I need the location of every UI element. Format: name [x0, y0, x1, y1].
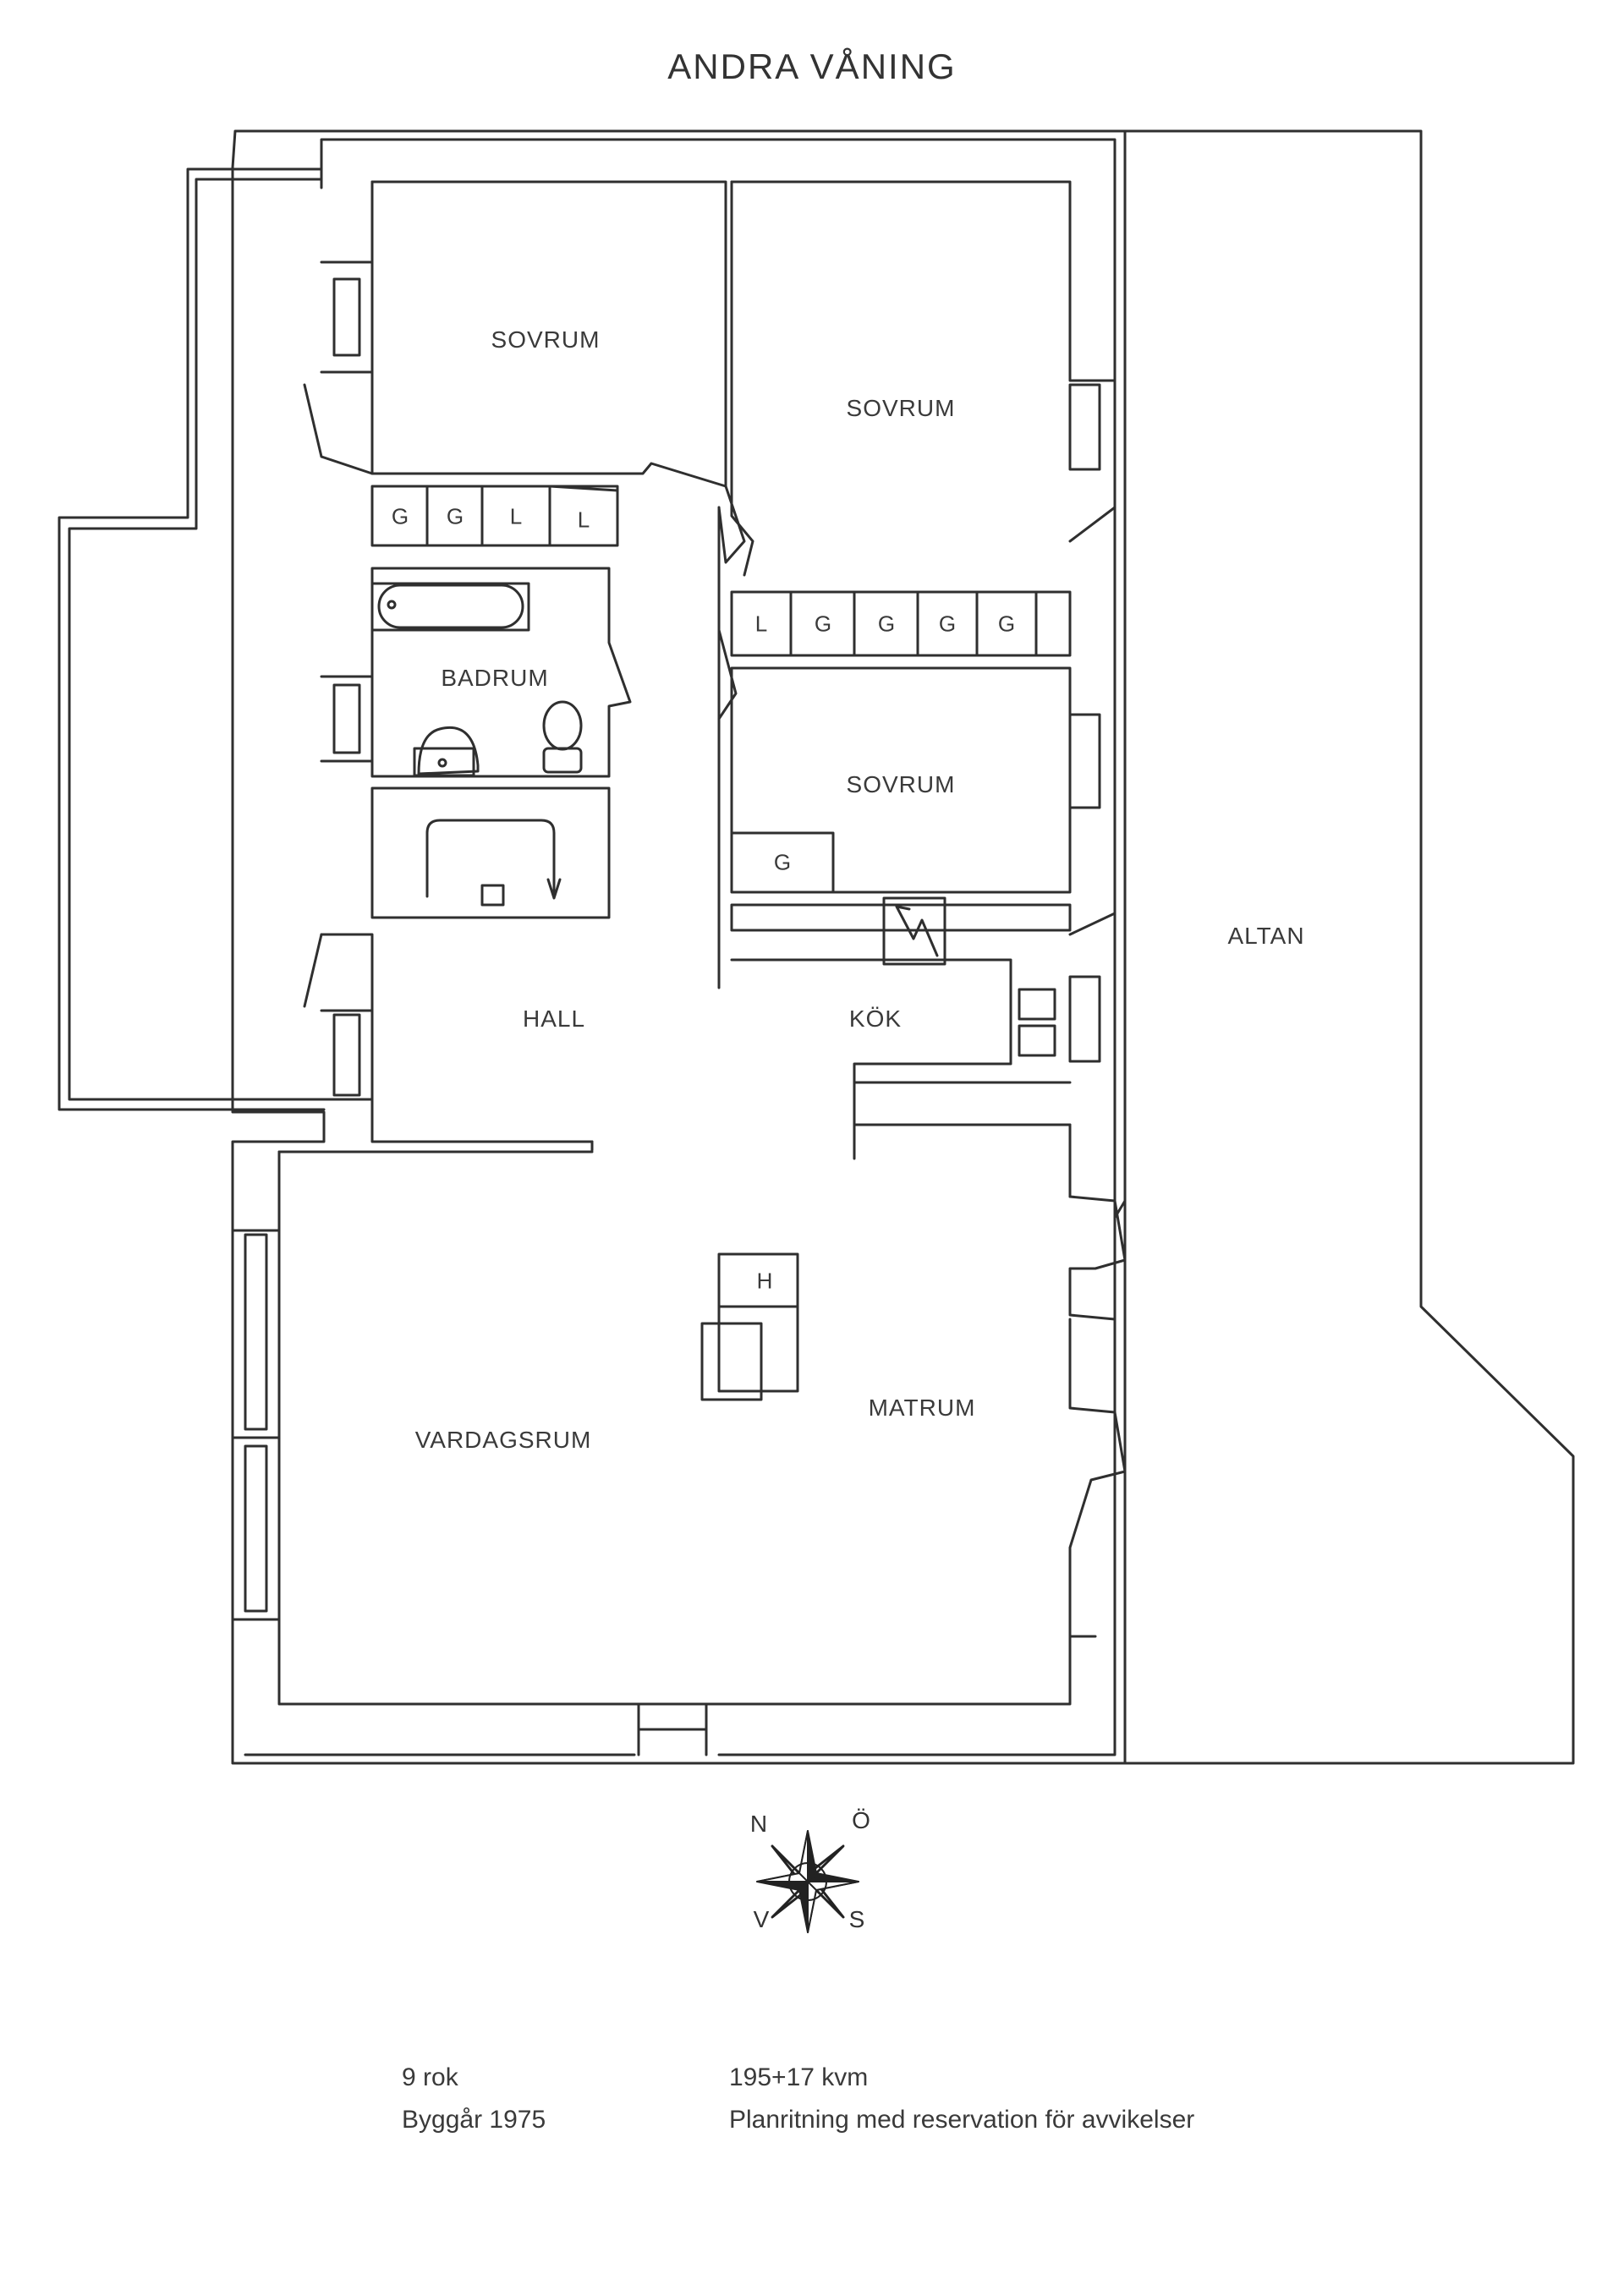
fireplace-label: H — [756, 1268, 773, 1294]
room-label-sovrum-2: SOVRUM — [846, 395, 956, 421]
kok-walls — [730, 896, 1101, 1198]
fireplace — [700, 1252, 799, 1401]
room-label-altan: ALTAN — [1227, 923, 1305, 949]
closet-label: L — [509, 503, 523, 529]
area: 195+17 kvm — [729, 2063, 869, 2091]
closet-label: G — [446, 503, 464, 529]
sovrum-2-walls — [730, 180, 1116, 577]
rooms-count: 9 rok — [402, 2063, 458, 2091]
room-label-vardagsrum: VARDAGSRUM — [414, 1427, 592, 1453]
closet-label: G — [814, 611, 832, 637]
closet-label: G — [938, 611, 957, 637]
compass-rose — [756, 1830, 859, 1933]
storage-room — [370, 786, 611, 919]
sovrum-1-walls — [303, 180, 727, 488]
room-label-sovrum-1: SOVRUM — [491, 326, 601, 353]
page-title: ANDRA VÅNING — [667, 47, 957, 86]
left-balcony — [58, 167, 326, 1111]
compass-s-label: S — [848, 1906, 865, 1932]
closet-label: G — [391, 503, 409, 529]
altan-outline — [1123, 129, 1575, 1765]
closet-label: L — [754, 611, 768, 637]
badrum-walls — [320, 567, 632, 778]
hall-walls — [303, 485, 746, 1143]
outer-walls — [231, 129, 1127, 1765]
compass-v-label: V — [753, 1906, 770, 1932]
closet-label: G — [997, 611, 1016, 637]
living-dining-walls — [231, 1140, 1127, 1756]
closet-label: L — [577, 507, 590, 533]
compass-n-label: N — [749, 1811, 768, 1837]
closet-label-sovrum-3: G — [773, 849, 792, 875]
disclaimer: Planritning med reservation för avvikels… — [729, 2106, 1195, 2134]
closet-label: G — [877, 611, 896, 637]
sovrum-3-walls — [730, 666, 1116, 936]
room-label-sovrum-3: SOVRUM — [846, 771, 956, 797]
closet-row-1 — [370, 485, 619, 547]
room-label-hall: HALL — [522, 1006, 586, 1032]
room-label-kok: KÖK — [848, 1006, 903, 1032]
room-label-badrum: BADRUM — [441, 665, 549, 691]
year-built: Byggår 1975 — [402, 2106, 546, 2134]
compass-o-label: Ö — [852, 1807, 870, 1833]
closet-row-2 — [730, 590, 1072, 657]
room-label-matrum: MATRUM — [868, 1395, 976, 1421]
